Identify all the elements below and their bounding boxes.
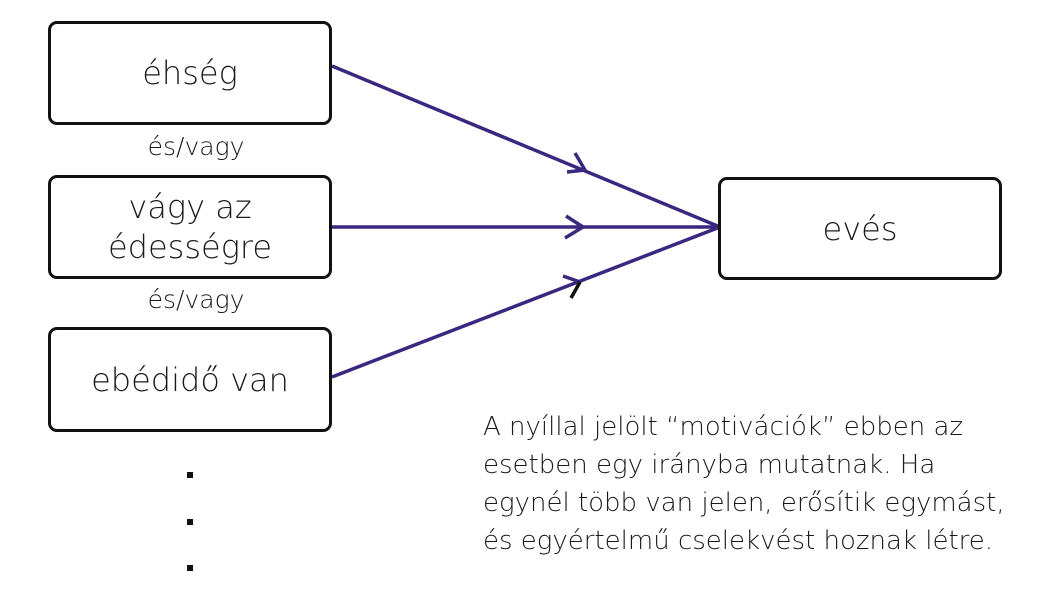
- arrowhead-craving: [564, 214, 587, 240]
- box-sweet-craving: vágy az édességre: [48, 175, 332, 279]
- connector-and-or-1: és/vagy: [147, 132, 245, 161]
- box-lunchtime-label: ebédidő van: [91, 360, 289, 399]
- ellipsis-dot: [187, 519, 193, 525]
- box-lunchtime: ebédidő van: [48, 327, 332, 432]
- connector-and-or-2: és/vagy: [147, 285, 245, 314]
- arrowhead-hunger: [566, 152, 588, 174]
- box-sweet-craving-label: vágy az édességre: [107, 188, 273, 266]
- box-hunger-label: éhség: [142, 54, 238, 92]
- box-eating-label: evés: [822, 209, 898, 248]
- arrowhead-lunchtime-tail: [569, 281, 582, 299]
- arrow-lunchtime-to-eating: [331, 225, 721, 379]
- arrowhead-lunchtime: [562, 274, 581, 284]
- ellipsis-dot: [187, 472, 193, 478]
- arrow-hunger-to-eating: [331, 64, 721, 229]
- box-eating: evés: [718, 177, 1002, 280]
- explanation-note: A nyíllal jelölt “motivációk” ebben az e…: [483, 412, 1005, 556]
- box-hunger: éhség: [48, 21, 332, 125]
- ellipsis-dot: [187, 565, 193, 571]
